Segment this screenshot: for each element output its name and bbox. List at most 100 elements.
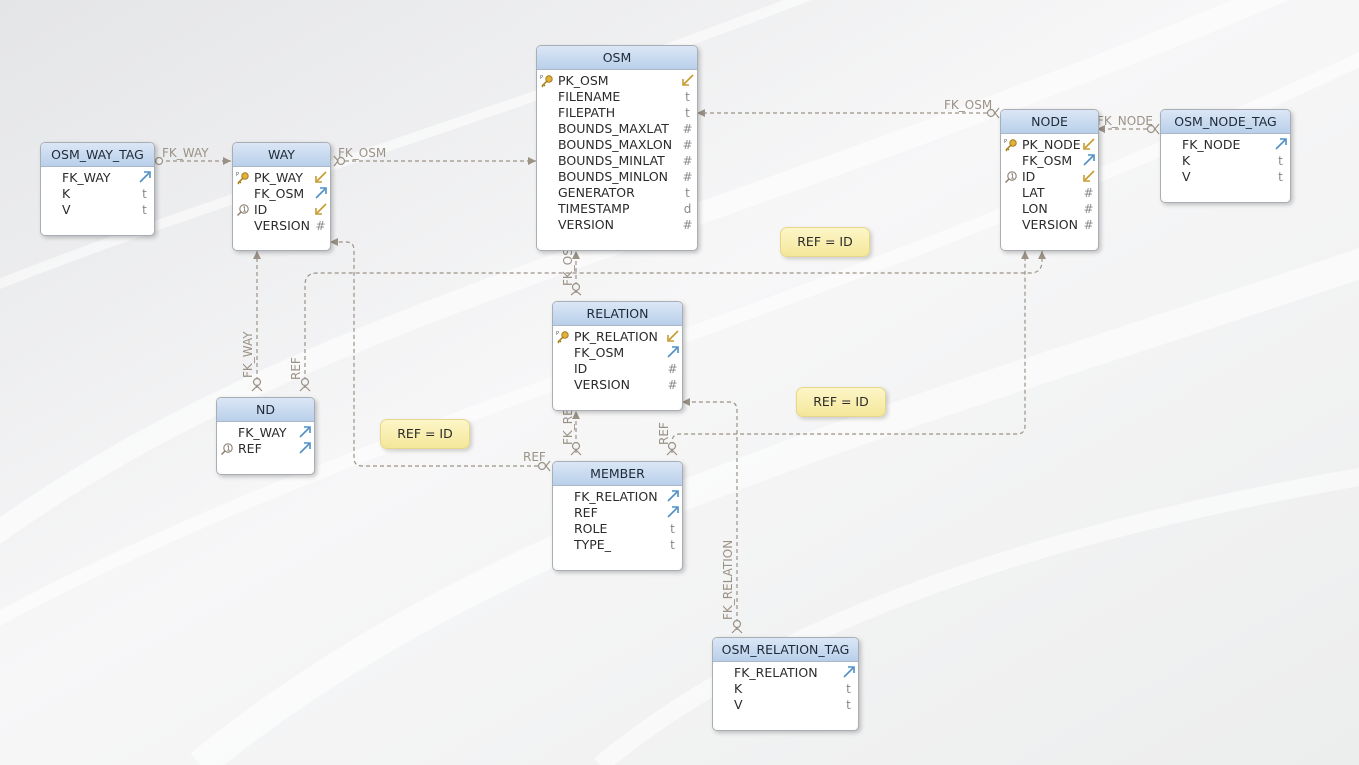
attribute-name: BOUNDS_MINLAT [558,153,665,168]
attribute-type: t [685,106,690,120]
attribute-row[interactable]: VERSION # [233,218,330,234]
attribute-row[interactable]: TYPE_t [553,537,682,553]
svg-text:P: P [236,172,239,178]
attribute-row[interactable]: LAT# [1001,185,1098,201]
attribute-name: PK_WAY [254,170,303,185]
attribute-name: GENERATOR [558,185,635,200]
attribute-type: # [682,122,693,136]
entity-title: OSM_NODE_TAG [1161,110,1290,134]
attribute-name: FK_RELATION [574,489,658,504]
attribute-row[interactable]: FILENAME t [537,89,697,105]
attribute-row[interactable]: P PK_WAY [233,170,330,186]
attribute-name: ROLE [574,521,608,536]
attribute-name: FILENAME [558,89,621,104]
fk-arrow-icon [298,441,311,457]
primary-key-icon: P [1004,138,1018,152]
attribute-type: t [846,682,851,696]
attribute-row[interactable]: VERSION# [553,377,682,393]
attribute-type: # [315,219,326,233]
attribute-row[interactable]: FK_WAY [217,425,314,441]
attribute-row[interactable]: FK_WAY [41,170,154,186]
fk-arrow-icon [666,345,679,361]
attribute-type: # [682,154,693,168]
note-ref-equals-id[interactable]: REF = ID [380,419,470,449]
pk-arrow-icon [314,170,327,186]
connector-member-to-way [330,238,545,467]
pk-arrow-icon [1082,169,1095,185]
attribute-name: FK_WAY [62,170,111,185]
attribute-name: PK_RELATION [574,329,658,344]
attribute-name: BOUNDS_MAXLAT [558,121,669,136]
svg-text:P: P [1004,139,1007,145]
fk-arrow-icon [138,170,151,186]
attribute-row[interactable]: FK_NODE [1161,137,1290,153]
attribute-row[interactable]: VERSION# [1001,217,1098,233]
attribute-row[interactable]: ROLE t [553,521,682,537]
attribute-type: t [142,187,147,201]
attribute-row[interactable]: BOUNDS_MINLAT # [537,153,697,169]
attribute-name: BOUNDS_MAXLON [558,137,673,152]
attribute-row[interactable]: FK_OSM [233,186,330,202]
attribute-row[interactable]: FK_RELATION [553,489,682,505]
attribute-row[interactable]: FILEPATH t [537,105,697,121]
attribute-row[interactable]: BOUNDS_MAXLAT # [537,121,697,137]
attribute-type: t [685,90,690,104]
attribute-name: ID [254,202,268,217]
attribute-name: FK_WAY [238,425,287,440]
attribute-name: ID [574,361,588,376]
attribute-row[interactable]: LON# [1001,201,1098,217]
entity-title: MEMBER [553,462,682,486]
pk-arrow-icon [1082,137,1095,153]
attribute-row[interactable]: ID# [553,361,682,377]
attribute-name: ID [1022,169,1036,184]
attribute-row[interactable]: FK_OSM [553,345,682,361]
attribute-type: t [670,522,675,536]
attribute-row[interactable]: FK_OSM [1001,153,1098,169]
attribute-name: VERSION [254,218,310,233]
entity-title: WAY [233,143,330,167]
index-icon: 1 [236,203,250,217]
primary-key-icon: P [236,171,250,185]
attribute-name: V [734,697,743,712]
entity-title: NODE [1001,110,1098,134]
attribute-row[interactable]: REF [553,505,682,521]
note-ref-equals-id[interactable]: REF = ID [796,387,886,417]
attribute-row[interactable]: FK_RELATION [713,665,858,681]
note-ref-equals-id[interactable]: REF = ID [780,227,870,257]
attribute-row[interactable]: BOUNDS_MAXLON# [537,137,697,153]
pk-arrow-icon [666,329,679,345]
attribute-type: # [682,218,693,232]
attribute-row[interactable]: 1 ID [233,202,330,218]
attribute-row[interactable]: VERSION# [537,217,697,233]
attribute-name: FILEPATH [558,105,616,120]
fk-arrow-icon [842,665,855,681]
attribute-row[interactable]: BOUNDS_MINLON# [537,169,697,185]
attribute-type: # [667,378,678,392]
attribute-name: VERSION [1022,217,1078,232]
